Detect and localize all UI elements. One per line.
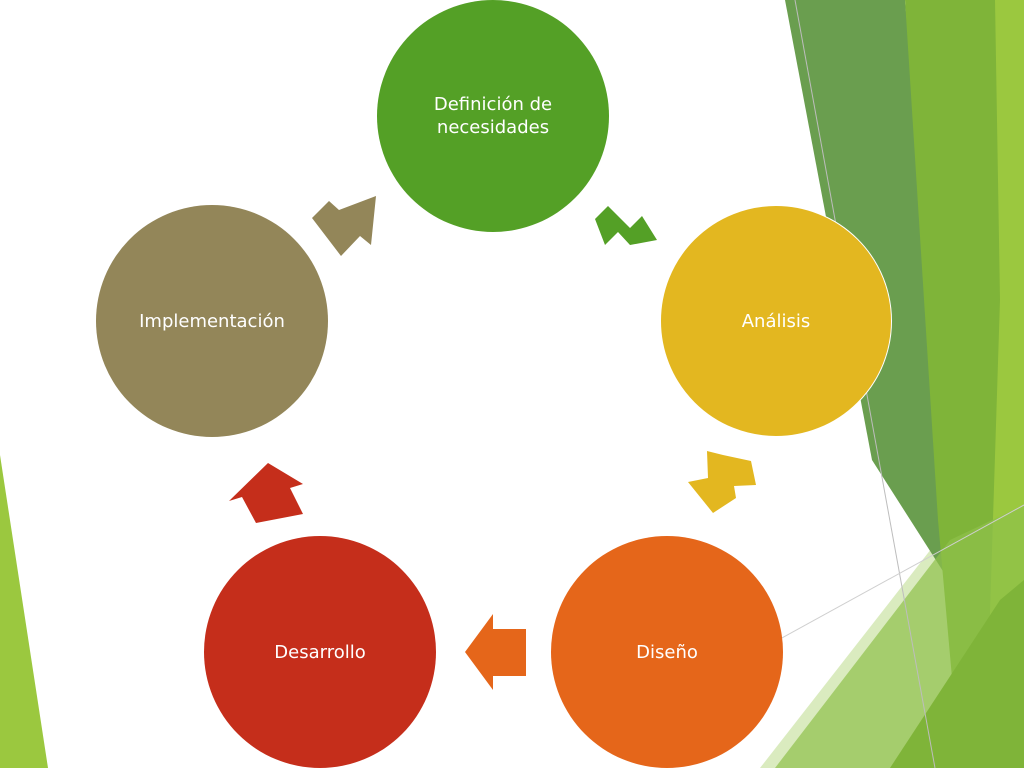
node-label: Definición de necesidades bbox=[433, 94, 553, 138]
arrow-analisis-to-diseno bbox=[688, 451, 756, 513]
node-definicion-de-necesidades: Definición de necesidades bbox=[377, 0, 609, 232]
node-implementacion: Implementación bbox=[96, 205, 328, 437]
node-diseno: Diseño bbox=[551, 536, 783, 768]
node-label: Análisis bbox=[741, 310, 811, 332]
left-green-strip bbox=[0, 455, 48, 768]
right-band-bottom bbox=[890, 580, 1024, 768]
arrow-diseno-to-desarrollo bbox=[465, 614, 526, 690]
node-label: Desarrollo bbox=[274, 641, 366, 663]
arrow-desarrollo-to-implementacion bbox=[229, 463, 303, 523]
arrow-definicion-to-analisis bbox=[595, 206, 657, 245]
node-analisis: Análisis bbox=[660, 205, 892, 437]
node-label: Diseño bbox=[636, 641, 698, 663]
deco-line-2 bbox=[759, 504, 1024, 651]
arrow-implementacion-to-definicion bbox=[312, 196, 376, 256]
node-label: Implementación bbox=[139, 310, 285, 332]
node-desarrollo: Desarrollo bbox=[204, 536, 436, 768]
